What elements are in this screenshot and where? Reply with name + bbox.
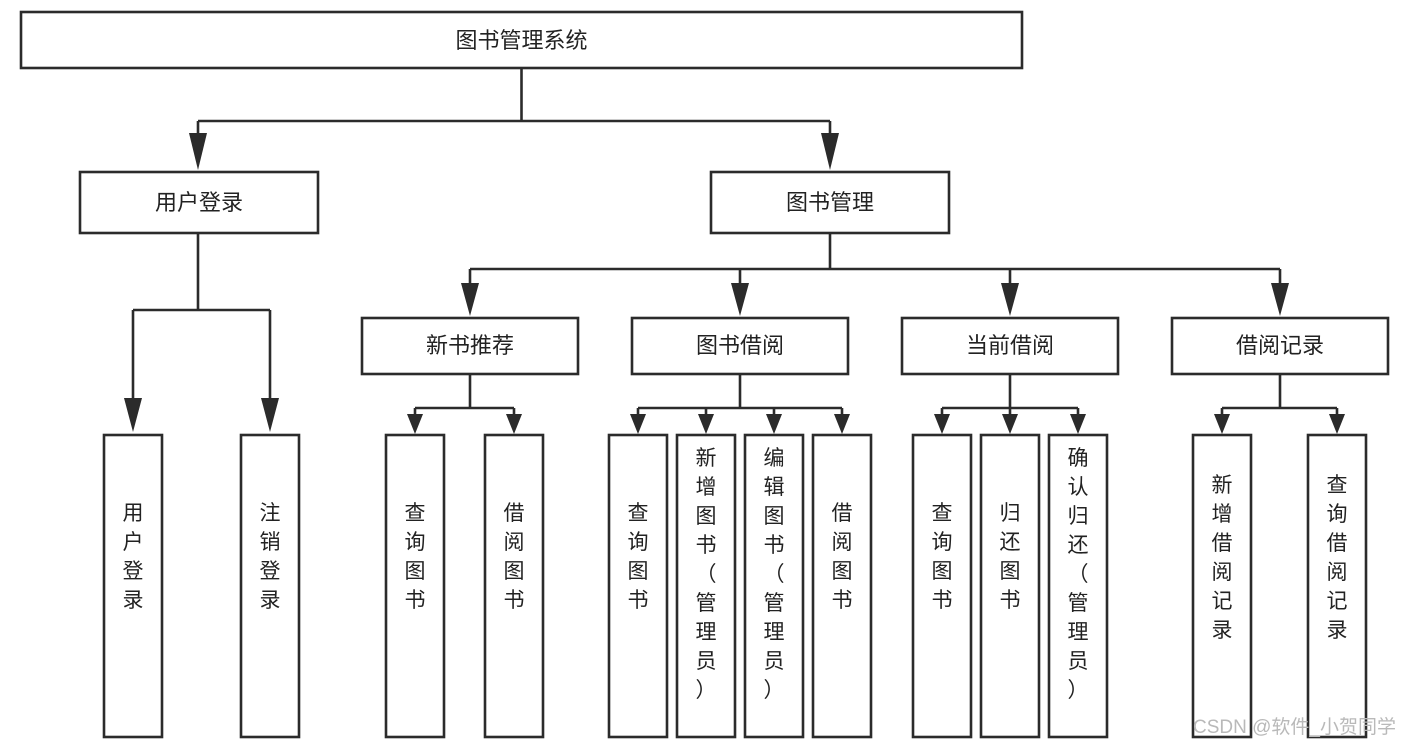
arrow-head-leaf-add-record xyxy=(1214,414,1230,434)
arrow-head-leaf-user-login xyxy=(124,398,142,432)
leaf-user-login-box[interactable] xyxy=(102,433,164,739)
node-borrow-record[interactable]: 借阅记录 xyxy=(1170,316,1390,376)
leaf-add-record-box[interactable] xyxy=(1191,433,1253,739)
arrow-head-leaf-confirm-return xyxy=(1070,414,1086,434)
leaf-return-book-box[interactable] xyxy=(979,433,1041,739)
leaf-borrow-book-1-label: 借阅图书 xyxy=(504,502,525,612)
arrow-head-leaf-logout-login xyxy=(261,398,279,432)
node-current-borrow[interactable]: 当前借阅 xyxy=(900,316,1120,376)
leaf-user-login-label: 用户登录 xyxy=(123,502,144,612)
leaf-add-record-label: 新增借阅记录 xyxy=(1212,474,1233,642)
arrow-head-leaf-query-book-3 xyxy=(934,414,950,434)
node-user-login-box[interactable] xyxy=(78,170,320,235)
leaf-return-book-label: 归还图书 xyxy=(1000,502,1021,612)
node-current-borrow-box[interactable] xyxy=(900,316,1120,376)
node-new-book-recommend-label: 新书推荐 xyxy=(426,333,514,358)
arrow-head-book-management xyxy=(821,133,839,170)
node-new-book-recommend[interactable]: 新书推荐 xyxy=(360,316,580,376)
node-root-box[interactable] xyxy=(19,10,1024,70)
node-user-login[interactable]: 用户登录 xyxy=(78,170,320,235)
arrow-head-leaf-borrow-book-1 xyxy=(506,414,522,434)
arrow-head-book-borrow xyxy=(731,283,749,316)
arrow-head-leaf-add-book xyxy=(698,414,714,434)
leaf-edit-book-label: 编辑图书（管理员） xyxy=(764,447,785,702)
leaf-query-book-2-label: 查询图书 xyxy=(628,502,649,612)
leaf-query-record[interactable]: 查询借阅记录 xyxy=(1306,433,1368,739)
arrow-head-new-book-recommend xyxy=(461,283,479,316)
leaf-query-book-2[interactable]: 查询图书 xyxy=(607,433,669,739)
leaf-borrow-book-2-label: 借阅图书 xyxy=(832,502,853,612)
connector-layer xyxy=(124,68,1345,434)
watermark-label: CSDN @软件_小贺同学 xyxy=(1193,716,1396,738)
node-borrow-record-label: 借阅记录 xyxy=(1236,333,1324,358)
leaf-query-book-3-box[interactable] xyxy=(911,433,973,739)
leaf-query-book-1-label: 查询图书 xyxy=(405,502,426,612)
arrow-head-leaf-query-book-1 xyxy=(407,414,423,434)
node-borrow-record-box[interactable] xyxy=(1170,316,1390,376)
node-book-management-label: 图书管理 xyxy=(786,190,874,215)
node-root[interactable]: 图书管理系统 xyxy=(19,10,1024,70)
leaf-query-book-1-box[interactable] xyxy=(384,433,446,739)
leaf-edit-book[interactable]: 编辑图书（管理员） xyxy=(743,433,805,739)
leaf-query-book-3[interactable]: 查询图书 xyxy=(911,433,973,739)
leaf-borrow-book-2-box[interactable] xyxy=(811,433,873,739)
node-new-book-recommend-box[interactable] xyxy=(360,316,580,376)
leaf-query-book-3-label: 查询图书 xyxy=(932,502,953,612)
leaf-add-book-box[interactable] xyxy=(675,433,737,739)
leaf-query-book-1[interactable]: 查询图书 xyxy=(384,433,446,739)
leaf-borrow-book-2[interactable]: 借阅图书 xyxy=(811,433,873,739)
leaf-query-record-label: 查询借阅记录 xyxy=(1327,474,1348,642)
arrow-head-leaf-return-book xyxy=(1002,414,1018,434)
arrow-head-user-login xyxy=(189,133,207,170)
node-current-borrow-label: 当前借阅 xyxy=(966,333,1054,358)
node-user-login-label: 用户登录 xyxy=(155,190,243,215)
arrow-head-leaf-borrow-book-2 xyxy=(834,414,850,434)
leaf-confirm-return-label: 确认归还（管理员） xyxy=(1068,447,1089,702)
leaf-borrow-book-1-box[interactable] xyxy=(483,433,545,739)
leaf-add-book[interactable]: 新增图书（管理员） xyxy=(675,433,737,739)
leaf-logout-login-label: 注销登录 xyxy=(260,502,281,612)
node-book-management-box[interactable] xyxy=(709,170,951,235)
leaf-edit-book-box[interactable] xyxy=(743,433,805,739)
leaf-user-login[interactable]: 用户登录 xyxy=(102,433,164,739)
node-book-borrow-label: 图书借阅 xyxy=(696,333,784,358)
leaf-return-book[interactable]: 归还图书 xyxy=(979,433,1041,739)
leaf-logout-login[interactable]: 注销登录 xyxy=(239,433,301,739)
leaf-add-book-label: 新增图书（管理员） xyxy=(696,447,717,702)
leaf-query-record-box[interactable] xyxy=(1306,433,1368,739)
node-book-borrow[interactable]: 图书借阅 xyxy=(630,316,850,376)
arrow-head-leaf-edit-book xyxy=(766,414,782,434)
arrow-head-leaf-query-book-2 xyxy=(630,414,646,434)
leaf-query-book-2-box[interactable] xyxy=(607,433,669,739)
node-book-management[interactable]: 图书管理 xyxy=(709,170,951,235)
leaf-logout-login-box[interactable] xyxy=(239,433,301,739)
arrow-head-current-borrow xyxy=(1001,283,1019,316)
leaf-add-record[interactable]: 新增借阅记录 xyxy=(1191,433,1253,739)
node-book-borrow-box[interactable] xyxy=(630,316,850,376)
arrow-head-leaf-query-record xyxy=(1329,414,1345,434)
node-root-label: 图书管理系统 xyxy=(455,28,587,53)
leaf-confirm-return[interactable]: 确认归还（管理员） xyxy=(1047,433,1109,739)
leaf-borrow-book-1[interactable]: 借阅图书 xyxy=(483,433,545,739)
leaf-confirm-return-box[interactable] xyxy=(1047,433,1109,739)
arrow-head-borrow-record xyxy=(1271,283,1289,316)
